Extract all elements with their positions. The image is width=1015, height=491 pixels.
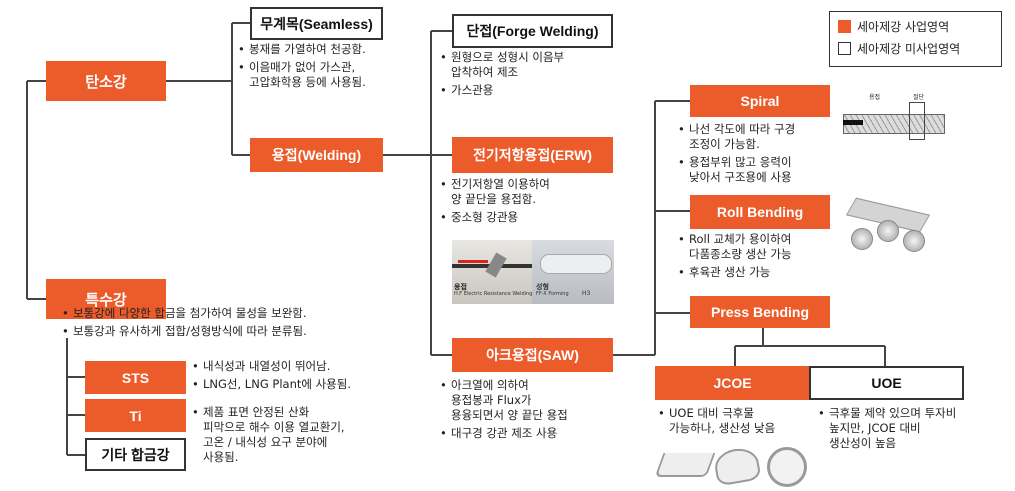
saw-description: 아크열에 의하여 용접봉과 Flux가 용융되면서 양 끝단 용접 대구경 강관… <box>440 378 630 444</box>
desc-item: 이음매가 없어 가스관, 고압화학용 등에 사용됨. <box>238 60 423 90</box>
node-erw: 전기저항용접(ERW) <box>452 137 613 173</box>
desc-item: 보통강과 유사하게 접합/성형방식에 따라 분류됨. <box>62 324 392 339</box>
ti-description: 제품 표면 안정된 산화 피막으로 해수 이용 열교환기, 고온 / 내식성 요… <box>192 405 402 468</box>
node-jcoe: JCOE <box>655 366 810 400</box>
legend-swatch-orange <box>838 20 851 33</box>
spiral-image-label-cut: 절단 <box>913 94 925 101</box>
spiral-image-label-weld: 용접 <box>869 94 881 101</box>
node-press-bending: Press Bending <box>690 296 830 328</box>
node-saw: 아크용접(SAW) <box>452 338 613 372</box>
node-forge-welding: 단접(Forge Welding) <box>452 14 613 48</box>
seamless-description: 봉재를 가열하여 천공함. 이음매가 없어 가스관, 고압화학용 등에 사용됨. <box>238 42 423 93</box>
node-sts: STS <box>85 361 186 394</box>
jcoe-description: UOE 대비 극후물 가능하나, 생산성 낮음 <box>658 406 818 439</box>
erw-description: 전기저항열 이용하여 양 끝단을 용접함. 중소형 강관용 <box>440 177 620 228</box>
node-ti: Ti <box>85 399 186 432</box>
desc-item: 봉재를 가열하여 천공함. <box>238 42 423 57</box>
legend-label: 세아제강 미사업영역 <box>857 42 961 56</box>
spiral-process-image: 용접 절단 <box>843 92 949 150</box>
desc-item: 아크열에 의하여 용접봉과 Flux가 용융되면서 양 끝단 용접 <box>440 378 630 423</box>
roll-bending-image <box>843 197 943 255</box>
desc-item: 중소형 강관용 <box>440 210 620 225</box>
forge-description: 원형으로 성형시 이음부 압착하여 제조 가스관용 <box>440 50 620 101</box>
legend: 세아제강 사업영역 세아제강 미사업영역 <box>829 11 1002 67</box>
erw-image-right-sub: FF-X Forming <box>536 291 569 297</box>
erw-image-left-caption: 용접 <box>454 283 467 291</box>
jcoe-forming-image <box>654 443 817 487</box>
legend-item-operating: 세아제강 사업영역 <box>838 18 993 35</box>
desc-item: 내식성과 내열성이 뛰어남. <box>192 359 392 374</box>
node-spiral: Spiral <box>690 85 830 117</box>
special-steel-description: 보통강에 다양한 합금을 첨가하여 물성을 보완함. 보통강과 유사하게 접합/… <box>62 306 392 342</box>
desc-item: UOE 대비 극후물 가능하나, 생산성 낮음 <box>658 406 818 436</box>
desc-item: 후육관 생산 가능 <box>678 265 843 280</box>
erw-image-left-sub: H.F Electric Resistance Welding <box>454 291 533 297</box>
desc-item: Roll 교체가 용이하여 다품종소량 생산 가능 <box>678 232 843 262</box>
desc-item: 극후물 제약 있으며 투자비 높지만, JCOE 대비 생산성이 높음 <box>818 406 1008 451</box>
desc-item: LNG선, LNG Plant에 사용됨. <box>192 377 392 392</box>
node-uoe: UOE <box>809 366 964 400</box>
node-roll-bending: Roll Bending <box>690 195 830 229</box>
desc-item: 보통강에 다양한 합금을 첨가하여 물성을 보완함. <box>62 306 392 321</box>
legend-swatch-white <box>838 42 851 55</box>
erw-process-image: 용접 H.F Electric Resistance Welding 성형 FF… <box>452 240 614 304</box>
legend-item-nonoperating: 세아제강 미사업영역 <box>838 40 993 57</box>
node-carbon-steel: 탄소강 <box>46 61 166 101</box>
legend-label: 세아제강 사업영역 <box>857 20 950 34</box>
erw-image-right-caption: 성형 <box>536 283 549 291</box>
desc-item: 대구경 강관 제조 사용 <box>440 426 630 441</box>
desc-item: 가스관용 <box>440 83 620 98</box>
uoe-description: 극후물 제약 있으며 투자비 높지만, JCOE 대비 생산성이 높음 <box>818 406 1008 454</box>
desc-item: 전기저항열 이용하여 양 끝단을 용접함. <box>440 177 620 207</box>
desc-item: 원형으로 성형시 이음부 압착하여 제조 <box>440 50 620 80</box>
erw-image-mark: H3 <box>582 290 591 297</box>
node-welding: 용접(Welding) <box>250 138 383 172</box>
spiral-description: 나선 각도에 따라 구경 조정이 가능함. 용접부위 많고 응력이 낮아서 구조… <box>678 122 843 188</box>
sts-description: 내식성과 내열성이 뛰어남. LNG선, LNG Plant에 사용됨. <box>192 359 392 395</box>
desc-item: 나선 각도에 따라 구경 조정이 가능함. <box>678 122 843 152</box>
roll-bending-description: Roll 교체가 용이하여 다품종소량 생산 가능 후육관 생산 가능 <box>678 232 843 283</box>
node-seamless: 무계목(Seamless) <box>250 7 383 40</box>
desc-item: 제품 표면 안정된 산화 피막으로 해수 이용 열교환기, 고온 / 내식성 요… <box>192 405 402 465</box>
node-other-alloy: 기타 합금강 <box>85 438 186 471</box>
desc-item: 용접부위 많고 응력이 낮아서 구조용에 사용 <box>678 155 843 185</box>
